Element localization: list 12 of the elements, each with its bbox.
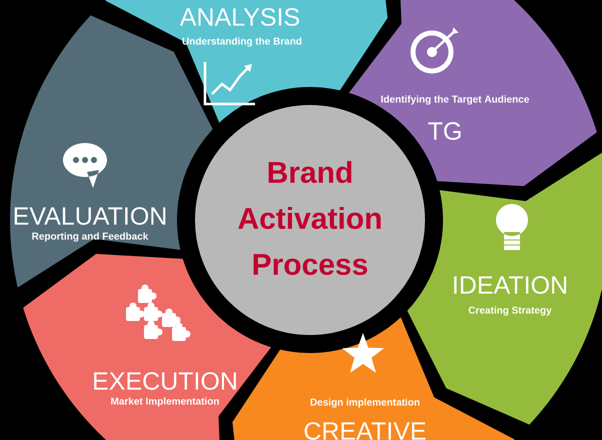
step-subtitle: Market Implementation xyxy=(111,397,219,407)
step-title: EXECUTION xyxy=(94,372,236,390)
step-subtitle: Understanding the Brand xyxy=(182,37,302,47)
step-subtitle: Identifying the Target Audience xyxy=(381,95,530,105)
step-title: EVALUATION xyxy=(14,207,166,225)
step-title: ANALYSIS xyxy=(180,8,300,26)
step-title: TG xyxy=(428,122,460,140)
step-subtitle: Design implementation xyxy=(310,398,420,408)
step-title: IDEATION xyxy=(454,276,566,294)
step-subtitle: Creating Strategy xyxy=(468,306,552,316)
step-title: CREATIVE xyxy=(304,422,426,440)
step-subtitle: Reporting and Feedback xyxy=(32,232,148,242)
